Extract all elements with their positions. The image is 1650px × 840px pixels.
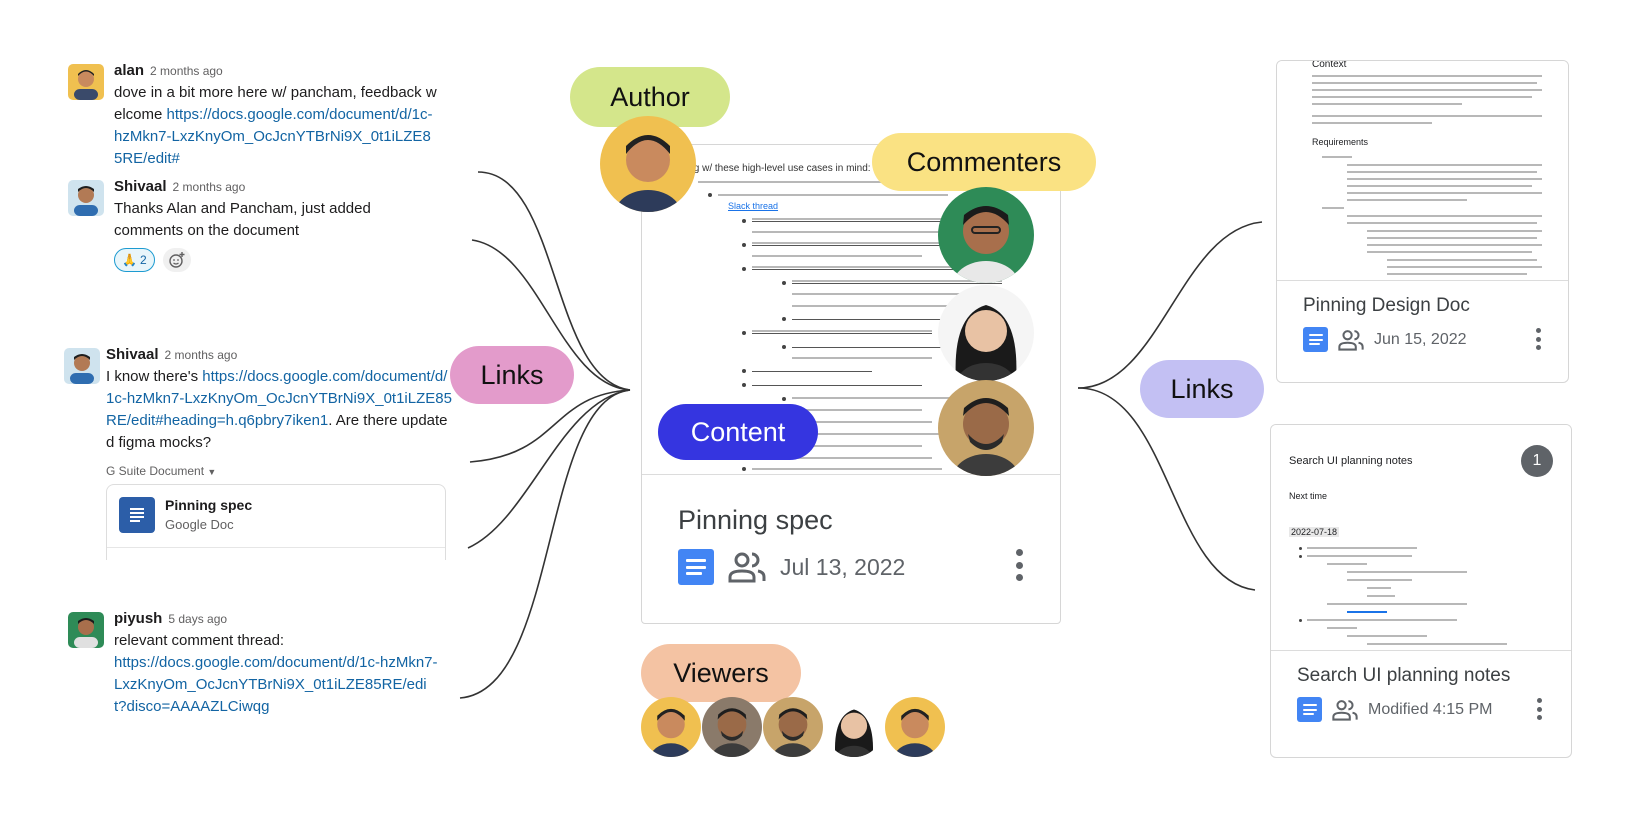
reaction-pill[interactable]: 🙏2 [114,248,155,272]
connector-msg4 [459,389,631,699]
label-links-right: Links [1140,360,1264,418]
preview-next: Next time [1289,491,1328,501]
doc-title: Pinning Design Doc [1303,295,1470,316]
timestamp[interactable]: 2 months ago [172,180,246,194]
avatar [64,348,100,384]
preview-heading: Context [1312,61,1347,70]
google-docs-icon [1303,327,1328,352]
preview-heading: Search UI planning notes [1289,455,1413,467]
more-options-icon[interactable] [1536,698,1542,720]
avatar [68,180,104,216]
shared-people-icon [1332,699,1358,721]
caret-down-icon: ▼ [207,467,217,477]
doc-date: Jun 15, 2022 [1374,330,1467,348]
more-options-icon[interactable] [1014,549,1024,581]
author-avatar [600,116,696,212]
message-text-body: dove in a bit more here w/ pancham, feed… [114,84,437,123]
preview-subheading: Requirements [1312,137,1369,147]
google-docs-icon [1297,697,1322,722]
slack-message-shivaal: Shivaal 2 months ago Thanks Alan and Panc… [68,178,438,272]
message-text-body: I know there's [106,368,203,385]
pray-emoji-icon: 🙏 [122,253,137,267]
label-commenters: Commenters [872,133,1096,191]
commenter-avatar [938,187,1034,283]
author-name[interactable]: alan [114,62,145,79]
add-reaction-button[interactable] [162,248,191,272]
avatar [68,64,104,100]
divider [107,547,445,548]
doc-link[interactable]: https://docs.google.com/document/d/1c-hz… [106,368,452,429]
author-name[interactable]: piyush [114,610,163,627]
viewer-avatar [702,697,762,757]
add-emoji-icon [168,252,185,268]
doc-link[interactable]: https://docs.google.com/document/d/1c-hz… [114,106,433,167]
attachment-card[interactable]: Pinning spec Google Doc [106,484,446,560]
message-text: Thanks Alan and Pancham, just added comm… [114,200,371,239]
timestamp[interactable]: 2 months ago [150,64,223,78]
doc-link[interactable]: https://docs.google.com/document/d/1c-hz… [114,654,438,715]
attachment-label-text: G Suite Document [106,464,205,478]
doc-title: Pinning spec [678,505,833,535]
attachment-subtitle: Google Doc [165,517,234,532]
commenter-avatar [938,285,1034,381]
viewer-avatar [885,697,945,757]
doc-preview: Context Requirements [1277,61,1568,281]
slack-message-piyush: piyush 5 days ago relevant comment thread… [68,610,438,718]
connector-msg3b [467,389,631,549]
slack-message-shivaal-2: Shivaal 2 months ago I know there's https… [64,346,454,560]
connector-right2 [1077,387,1256,591]
viewer-avatar [824,697,884,757]
doc-date: Modified 4:15 PM [1368,700,1493,718]
label-content: Content [658,404,818,460]
google-docs-icon [678,549,714,585]
pinning-design-doc-card[interactable]: Context Requirements Pinning Design Doc … [1276,60,1569,383]
shared-people-icon [1338,329,1364,351]
label-links-left: Links [450,346,574,404]
shared-people-icon [728,552,766,583]
attachment-title: Pinning spec [165,497,253,513]
timestamp[interactable]: 2 months ago [164,348,238,362]
message-text: dove in a bit more here w/ pancham, feed… [114,82,438,170]
reaction-count: 2 [139,253,147,267]
doc-date: Jul 13, 2022 [780,553,906,580]
comment-count-badge[interactable]: 1 [1521,445,1553,477]
more-options-icon[interactable] [1535,328,1541,350]
preview-date: 2022-07-18 [1289,527,1340,537]
viewer-avatar [763,697,823,757]
commenter-avatar [938,380,1034,476]
search-ui-notes-card[interactable]: Search UI planning notes 1 Next time 202… [1270,424,1572,758]
attachment-label[interactable]: G Suite Document ▼ [106,464,454,478]
message-text: relevant comment thread: [114,632,285,649]
slack-message-alan: alan 2 months ago dove in a bit more here… [68,62,438,170]
label-viewers: Viewers [641,644,801,702]
timestamp[interactable]: 5 days ago [168,612,228,626]
viewer-avatar [641,697,701,757]
google-doc-icon [119,497,155,533]
author-name[interactable]: Shivaal [114,178,167,195]
doc-preview: Search UI planning notes 1 Next time 202… [1271,425,1571,651]
author-name[interactable]: Shivaal [106,346,159,363]
doc-title: Search UI planning notes [1297,665,1511,686]
preview-heading: ing w/ these high-level use cases in min… [686,163,871,174]
message-text-tail: . Are there updated figma mocks? [106,412,448,451]
message-text: I know there's https://docs.google.com/d… [106,366,454,454]
preview-link: Slack thread [728,201,779,211]
avatar [68,612,104,648]
